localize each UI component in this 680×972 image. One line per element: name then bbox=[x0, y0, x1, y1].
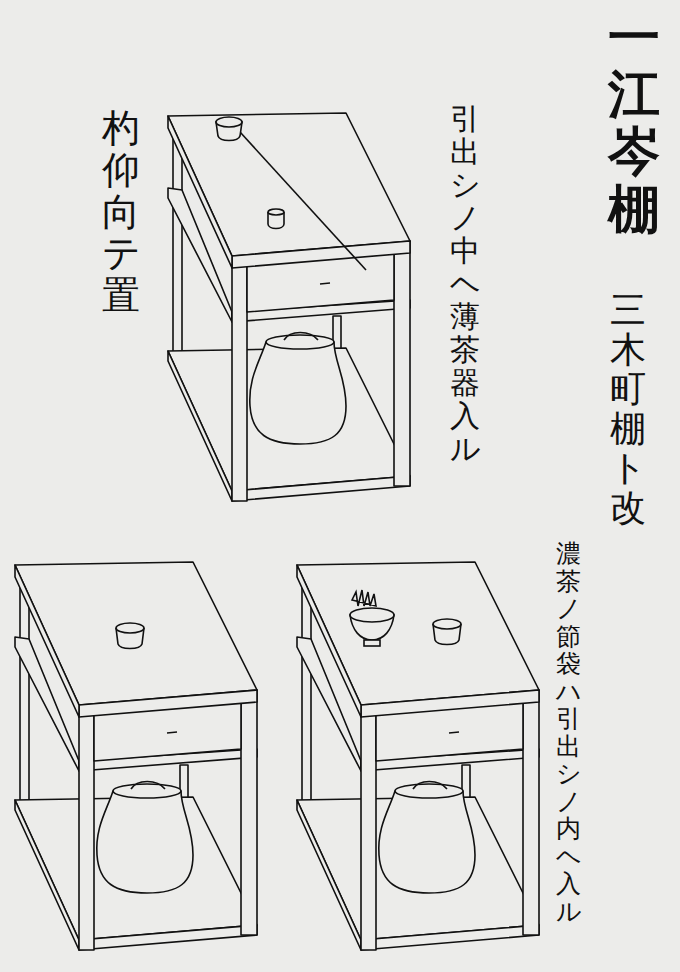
note-text: 濃茶ノ節袋ハ引出シノ内ヘ入ル bbox=[556, 540, 581, 925]
note-text: 引出シノ中ヘ薄茶器入ル bbox=[450, 102, 480, 465]
note-text: 杓仰向テ置 bbox=[102, 108, 140, 317]
note-text: 三木町棚ト改 bbox=[610, 290, 646, 528]
title-text: 一江岑棚 bbox=[608, 8, 660, 237]
